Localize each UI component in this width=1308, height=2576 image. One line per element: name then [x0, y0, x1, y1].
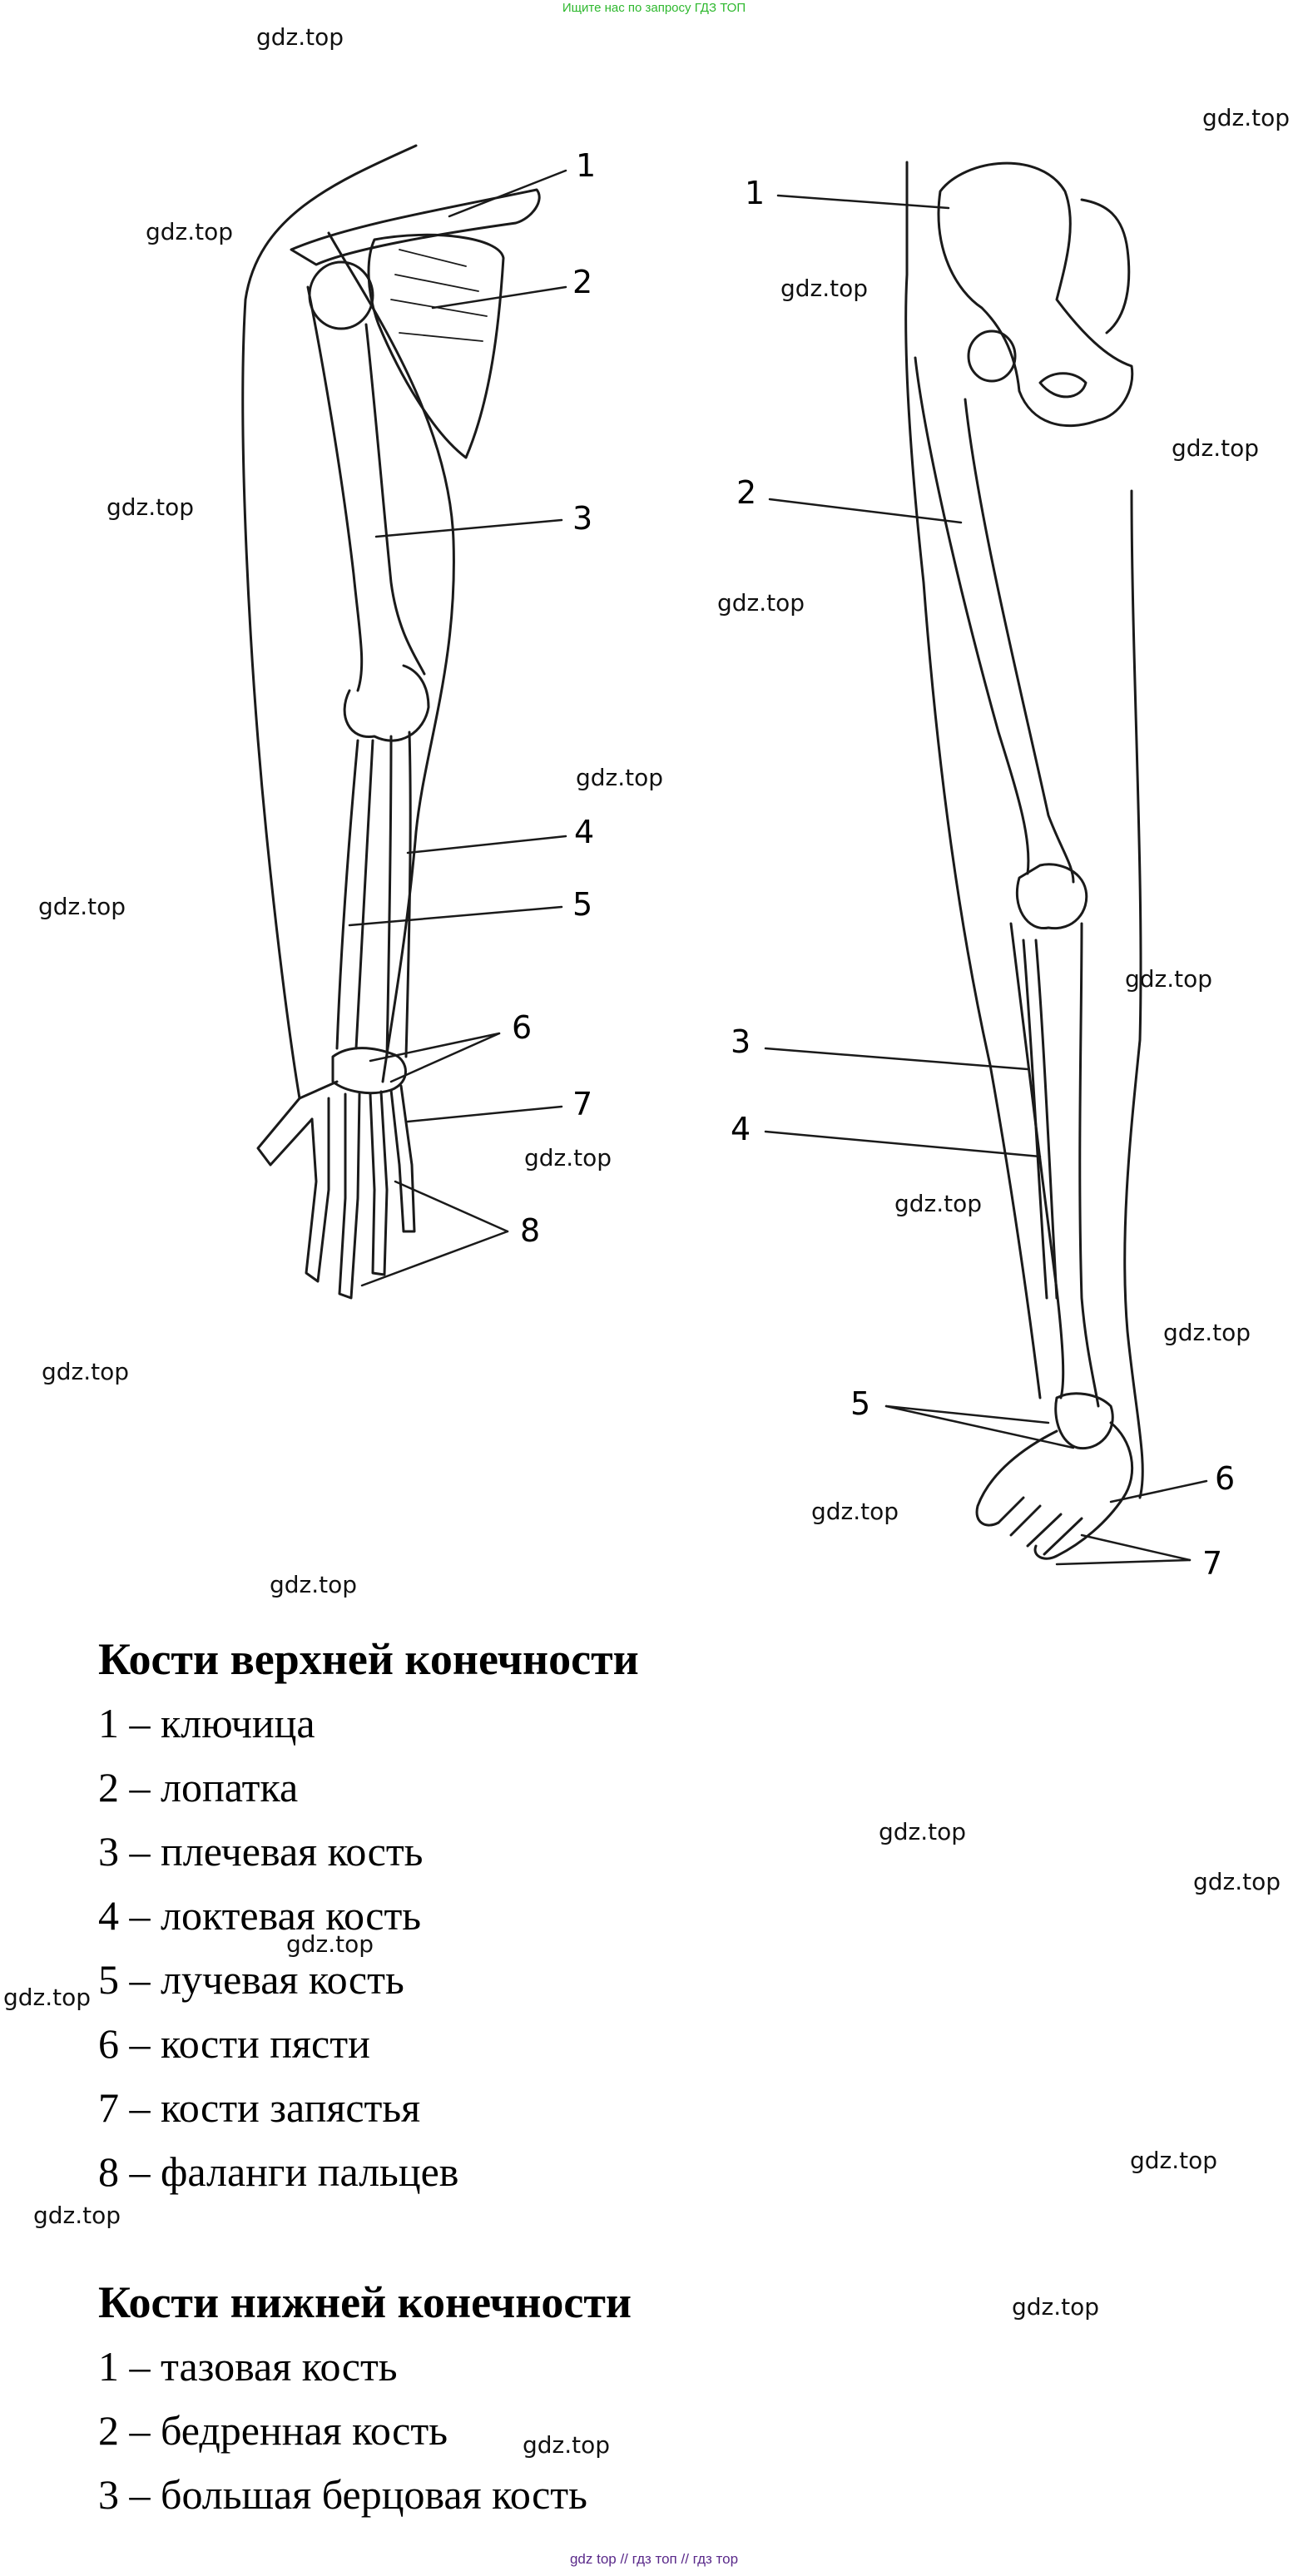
footer-links[interactable]: gdz top // гдз топ // гдз тор	[569, 2551, 739, 2567]
leg-callout-labels: 1 2 3 4 5 6 7	[731, 175, 1235, 1582]
arm-callout-2: 2	[572, 264, 592, 300]
upper-limb-item: 5 – лучевая кость	[98, 1956, 404, 2003]
watermark: gdz.top	[256, 23, 344, 51]
leg-callouts	[764, 194, 1208, 1566]
watermark: gdz.top	[38, 893, 126, 920]
skeleton-diagram: 1 2 3 4 5 6 7 8 1 2 3 4 5 6 7	[241, 144, 1235, 1582]
upper-limb-item: 2 – лопатка	[98, 1764, 299, 1811]
arm-skeleton	[241, 144, 541, 1300]
upper-limb-title: Кости верхней конечности	[98, 1634, 639, 1684]
upper-limb-item: 4 – локтевая кость	[98, 1892, 422, 1939]
top-banner[interactable]: Ищите нас по запросу ГДЗ ТОП	[562, 1, 746, 15]
watermark: gdz.top	[576, 764, 664, 791]
watermark: gdz.top	[286, 1930, 374, 1958]
leg-callout-3: 3	[731, 1023, 751, 1060]
arm-callout-4: 4	[574, 814, 594, 850]
upper-limb-item: 6 – кости пясти	[98, 2020, 370, 2067]
upper-limb-answers: Кости верхней конечности 1 – ключица 2 –…	[98, 1627, 1180, 2204]
watermark: gdz.top	[1193, 1868, 1281, 1895]
watermark: gdz.top	[780, 275, 869, 302]
upper-limb-item: 3 – плечевая кость	[98, 1828, 424, 1875]
watermark: gdz.top	[524, 1144, 612, 1172]
upper-limb-item: 1 – ключица	[98, 1700, 315, 1746]
arm-callout-8: 8	[520, 1212, 540, 1249]
watermark: gdz.top	[33, 2202, 121, 2229]
watermark: gdz.top	[1163, 1319, 1251, 1346]
watermark: gdz.top	[1012, 2293, 1100, 2321]
leg-callout-6: 6	[1215, 1460, 1235, 1497]
arm-callout-6: 6	[512, 1009, 532, 1046]
watermark: gdz.top	[894, 1190, 983, 1217]
arm-callout-labels: 1 2 3 4 5 6 7 8	[512, 147, 596, 1249]
leg-callout-2: 2	[736, 474, 756, 511]
arm-callout-7: 7	[572, 1086, 592, 1122]
watermark: gdz.top	[879, 1818, 967, 1845]
watermark: gdz.top	[523, 2431, 611, 2459]
arm-callout-1: 1	[576, 147, 596, 184]
watermark: gdz.top	[1130, 2147, 1218, 2174]
arm-callouts	[348, 169, 567, 1287]
leg-callout-7: 7	[1202, 1545, 1222, 1582]
arm-callout-3: 3	[572, 500, 592, 537]
lower-limb-title: Кости нижней конечности	[98, 2277, 632, 2327]
watermark: gdz.top	[1172, 434, 1260, 462]
watermark: gdz.top	[1202, 104, 1291, 131]
upper-limb-item: 7 – кости запястья	[98, 2084, 421, 2131]
watermark: gdz.top	[3, 1984, 92, 2011]
leg-callout-1: 1	[745, 175, 765, 211]
leg-callout-5: 5	[850, 1385, 870, 1422]
lower-limb-item: 3 – большая берцовая кость	[98, 2471, 587, 2518]
lower-limb-answers: Кости нижней конечности 1 – тазовая кост…	[98, 2270, 1180, 2527]
upper-limb-item: 8 – фаланги пальцев	[98, 2148, 459, 2195]
watermark: gdz.top	[42, 1358, 130, 1385]
watermark: gdz.top	[270, 1571, 358, 1598]
arm-callout-5: 5	[572, 886, 592, 923]
watermark: gdz.top	[717, 589, 805, 617]
watermark: gdz.top	[1125, 965, 1213, 993]
watermark: gdz.top	[107, 493, 195, 521]
lower-limb-item: 1 – тазовая кость	[98, 2343, 398, 2390]
leg-skeleton	[904, 161, 1144, 1560]
watermark: gdz.top	[811, 1498, 899, 1525]
lower-limb-item: 2 – бедренная кость	[98, 2407, 448, 2454]
leg-callout-4: 4	[731, 1111, 751, 1147]
watermark: gdz.top	[146, 218, 234, 245]
